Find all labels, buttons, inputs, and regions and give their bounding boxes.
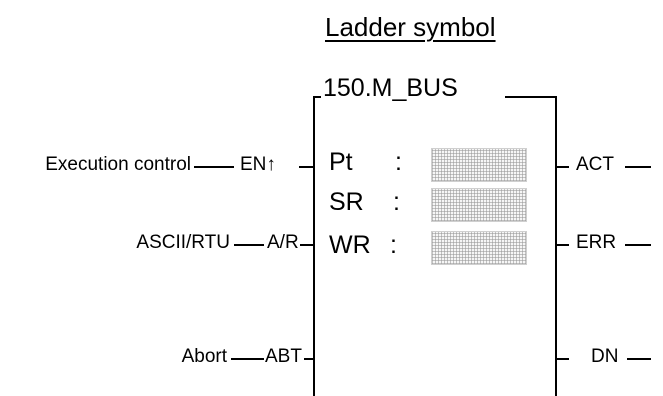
input-dash-abort [231, 358, 264, 360]
function-block [313, 96, 557, 396]
register-value-field-wr [431, 231, 527, 265]
register-value-field-pt [431, 148, 527, 182]
input-dash-ascii-rtu [234, 244, 264, 246]
output-dash-err [625, 244, 651, 246]
input-pin-abt: ABT [265, 346, 302, 367]
input-pin-wire-ar [300, 244, 313, 246]
input-pin-wire-abt [304, 358, 313, 360]
register-value-field-sr [431, 188, 527, 222]
block-top-border-left [313, 96, 321, 98]
output-wire-err [557, 244, 569, 246]
register-separator-pt: : [395, 148, 402, 176]
input-description-ascii-rtu: ASCII/RTU [136, 232, 230, 253]
output-dash-act [625, 166, 651, 168]
input-pin-ar: A/R [267, 232, 299, 253]
register-label-sr: SR [329, 188, 364, 216]
input-dash-execution-control [194, 166, 234, 168]
output-wire-act [557, 166, 569, 168]
block-top-border-right [505, 96, 557, 98]
register-separator-wr: : [390, 231, 397, 259]
register-label-wr: WR [329, 231, 371, 259]
register-label-pt: Pt [329, 148, 353, 176]
block-name: 150.M_BUS [323, 74, 458, 102]
output-pin-err: ERR [576, 232, 617, 253]
diagram-title: Ladder symbol [325, 12, 496, 42]
output-dash-dn [627, 358, 651, 360]
input-pin-en: EN↑ [240, 154, 276, 175]
output-pin-act: ACT [576, 154, 614, 175]
output-wire-dn [557, 358, 569, 360]
input-pin-wire-en [299, 166, 313, 168]
input-description-abort: Abort [181, 346, 227, 367]
input-description-execution-control: Execution control [45, 154, 191, 175]
register-separator-sr: : [393, 188, 400, 216]
output-pin-dn: DN [591, 346, 619, 367]
